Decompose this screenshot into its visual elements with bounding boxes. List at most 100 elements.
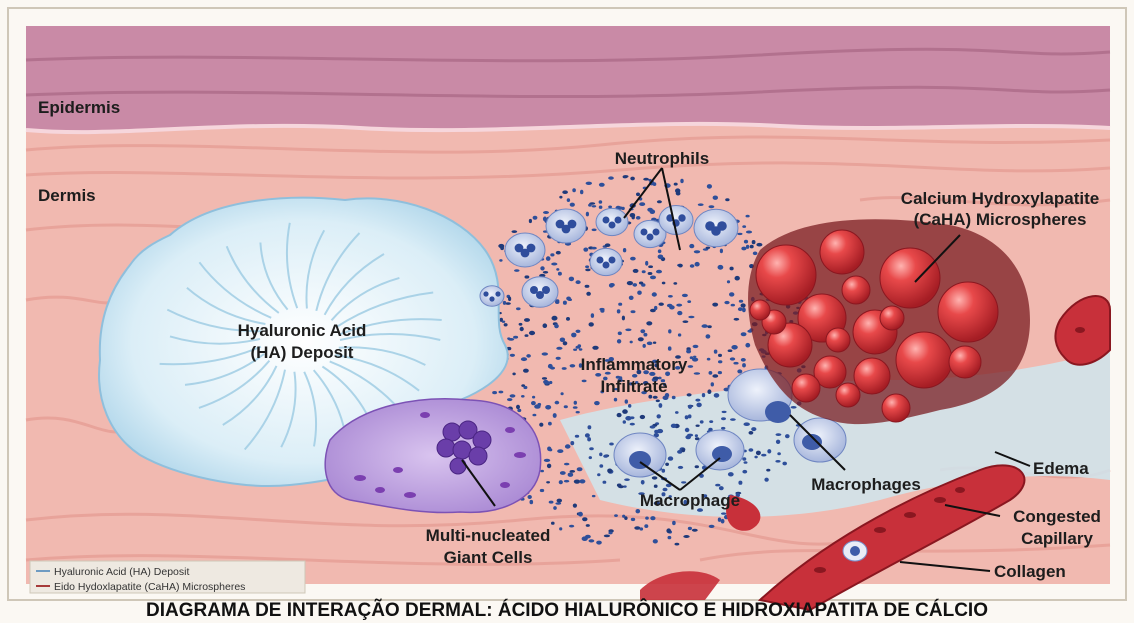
infiltrate-dot	[690, 264, 695, 268]
infiltrate-dot	[672, 521, 676, 525]
infiltrate-dot	[671, 424, 677, 428]
infiltrate-dot	[643, 178, 649, 181]
infiltrate-dot	[585, 265, 589, 268]
infiltrate-dot	[776, 440, 780, 444]
infiltrate-dot	[625, 416, 631, 421]
infiltrate-dot	[572, 188, 576, 192]
infiltrate-dot	[528, 495, 532, 499]
infiltrate-dot	[742, 363, 746, 367]
infiltrate-dot	[672, 396, 676, 399]
infiltrate-dot	[742, 225, 746, 228]
infiltrate-dot	[499, 259, 502, 262]
infiltrate-dot	[742, 457, 746, 461]
infiltrate-dot	[650, 425, 656, 428]
infiltrate-dot	[728, 349, 733, 352]
infiltrate-dot	[744, 422, 750, 426]
infiltrate-dot	[653, 539, 658, 543]
infiltrate-dot	[554, 324, 559, 328]
neutrophil-cell	[522, 277, 558, 308]
infiltrate-dot	[737, 369, 742, 373]
infiltrate-dot	[752, 240, 756, 244]
infiltrate-dot	[733, 362, 738, 365]
infiltrate-dot	[709, 525, 715, 528]
infiltrate-dot	[725, 198, 729, 201]
infiltrate-dot	[718, 518, 721, 522]
infiltrate-dot	[659, 403, 663, 408]
infiltrate-dot	[654, 306, 657, 310]
infiltrate-dot	[674, 183, 678, 186]
infiltrate-dot	[683, 535, 689, 538]
infiltrate-dot	[683, 320, 689, 323]
infiltrate-dot	[585, 285, 590, 288]
infiltrate-dot	[721, 417, 726, 420]
infiltrate-dot	[666, 528, 671, 533]
infiltrate-dot	[702, 393, 705, 397]
infiltrate-dot	[546, 256, 551, 261]
infiltrate-dot	[688, 316, 694, 319]
infiltrate-dot	[617, 309, 621, 313]
infiltrate-dot	[622, 316, 625, 321]
infiltrate-dot	[608, 176, 614, 179]
infiltrate-dot	[532, 414, 536, 417]
infiltrate-dot	[530, 500, 534, 504]
infiltrate-dot	[686, 349, 691, 353]
infiltrate-dot	[589, 322, 594, 326]
infiltrate-dot	[618, 303, 622, 306]
infiltrate-dot	[652, 476, 658, 479]
label-capillary-line1: Congested	[1013, 507, 1101, 526]
infiltrate-dot	[746, 231, 752, 234]
infiltrate-dot	[540, 266, 544, 270]
infiltrate-dot	[543, 323, 548, 328]
infiltrate-dot	[599, 183, 605, 187]
infiltrate-dot	[559, 527, 562, 530]
infiltrate-dot	[573, 406, 578, 409]
label-capillary-line2: Capillary	[1021, 529, 1093, 548]
infiltrate-dot	[623, 248, 626, 252]
infiltrate-dot	[636, 193, 640, 197]
infiltrate-dot	[630, 257, 636, 261]
infiltrate-dot	[566, 297, 571, 301]
infiltrate-dot	[570, 364, 576, 367]
infiltrate-dot	[618, 332, 622, 336]
infiltrate-dot	[685, 415, 689, 419]
infiltrate-dot	[553, 413, 557, 418]
infiltrate-dot	[751, 427, 756, 431]
neutrophil-cell	[694, 209, 738, 246]
infiltrate-dot	[564, 463, 569, 466]
infiltrate-dot	[550, 253, 554, 256]
infiltrate-dot	[715, 484, 720, 487]
infiltrate-dot	[702, 324, 708, 328]
infiltrate-dot	[562, 367, 567, 370]
neutrophil-cell	[596, 208, 628, 235]
infiltrate-dot	[709, 420, 713, 423]
infiltrate-dot	[540, 470, 544, 473]
infiltrate-dot	[573, 504, 577, 508]
infiltrate-dot	[753, 252, 758, 256]
infiltrate-dot	[694, 372, 700, 375]
infiltrate-dot	[575, 435, 579, 438]
infiltrate-dot	[693, 345, 699, 348]
caha-microsphere	[880, 248, 940, 308]
infiltrate-dot	[622, 515, 625, 518]
infiltrate-dot	[614, 398, 617, 402]
infiltrate-dot	[586, 182, 592, 185]
infiltrate-dot	[766, 469, 770, 472]
infiltrate-dot	[692, 529, 698, 532]
infiltrate-dot	[524, 318, 530, 322]
infiltrate-dot	[585, 433, 590, 437]
infiltrate-dot	[558, 272, 562, 276]
infiltrate-dot	[614, 514, 618, 517]
infiltrate-dot	[648, 265, 653, 268]
infiltrate-dot	[564, 480, 569, 483]
infiltrate-dot	[545, 405, 551, 410]
infiltrate-dot	[617, 339, 621, 343]
caha-microsphere	[836, 383, 860, 407]
infiltrate-dot	[695, 399, 700, 402]
infiltrate-dot	[650, 516, 655, 520]
infiltrate-dot	[514, 269, 519, 272]
infiltrate-dot	[630, 177, 635, 181]
infiltrate-dot	[597, 473, 600, 476]
infiltrate-dot	[750, 245, 754, 249]
infiltrate-dot	[498, 244, 504, 248]
infiltrate-dot	[563, 301, 567, 305]
